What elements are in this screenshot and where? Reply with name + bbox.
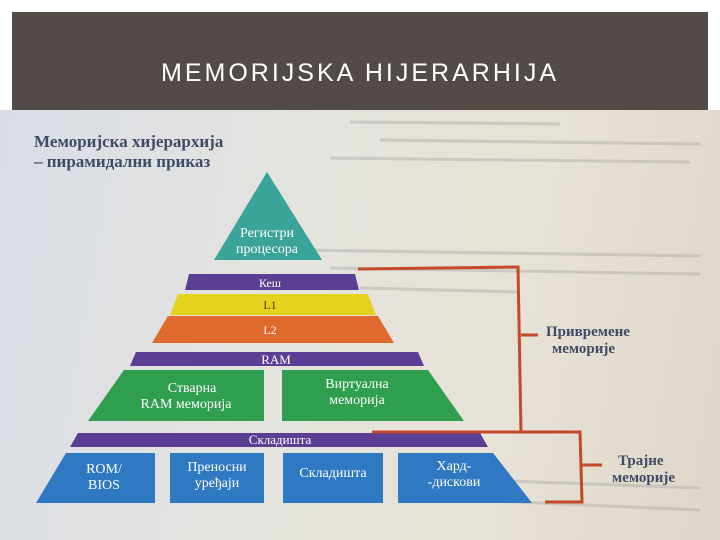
registers-label-line1: Регистри xyxy=(240,226,295,241)
portable-devices-block xyxy=(170,453,264,503)
ram-label: RAM xyxy=(261,352,291,367)
real-ram-label-line1: Стварна xyxy=(168,381,217,396)
portable-devices-label-line2: уређаји xyxy=(195,476,240,491)
hard-disks-label-line1: Хард- xyxy=(437,459,472,474)
memory-pyramid-diagram: Меморијска хијерархија – пирамидални при… xyxy=(33,120,701,512)
figure-caption-line2: – пирамидални приказ xyxy=(33,152,210,171)
real-ram-block xyxy=(88,370,264,421)
permanent-memory-label-line2: меморије xyxy=(612,470,675,486)
rom-bios-block xyxy=(36,453,155,503)
textbook-photo: Меморијска хијерархија – пирамидални при… xyxy=(0,110,720,540)
storage-block-label: Складишта xyxy=(299,466,367,481)
ram-band xyxy=(130,352,424,366)
l1-label: L1 xyxy=(263,298,276,312)
rom-bios-label-line1: ROM/ xyxy=(86,462,122,477)
slide-title: MEMORIJSKA HIJERARHIJA xyxy=(161,59,559,87)
storage-block xyxy=(283,453,383,503)
registers-level xyxy=(214,172,322,260)
portable-devices-label-line1: Преносни xyxy=(187,460,247,475)
l2-label: L2 xyxy=(263,323,276,337)
permanent-memory-bracket xyxy=(500,430,602,504)
temporary-memory-bracket xyxy=(357,265,538,434)
hard-disks-label-line2: -дискови xyxy=(428,475,481,490)
virtual-memory-block xyxy=(282,370,464,421)
rom-bios-label-line2: BIOS xyxy=(88,478,120,493)
virtual-memory-label-line1: Виртуална xyxy=(325,377,389,392)
slide-title-bar: MEMORIJSKA HIJERARHIJA xyxy=(12,12,708,110)
storage-band-label: Складишта xyxy=(249,432,312,447)
figure-caption-line1: Меморијска хијерархија xyxy=(34,132,224,151)
cache-level xyxy=(185,274,359,290)
temporary-memory-label-line1: Привремене xyxy=(546,324,630,340)
l2-level xyxy=(152,316,394,343)
virtual-memory-label-line2: меморија xyxy=(329,393,385,408)
cache-label: Кеш xyxy=(259,276,282,290)
temporary-memory-label-line2: меморије xyxy=(552,341,615,357)
l1-level xyxy=(170,294,376,315)
hard-disks-block xyxy=(398,453,532,503)
permanent-memory-label-line1: Трајне xyxy=(618,453,664,469)
registers-label-line2: процесора xyxy=(236,242,299,257)
storage-band xyxy=(70,433,488,447)
real-ram-label-line2: RAM меморија xyxy=(141,397,233,412)
